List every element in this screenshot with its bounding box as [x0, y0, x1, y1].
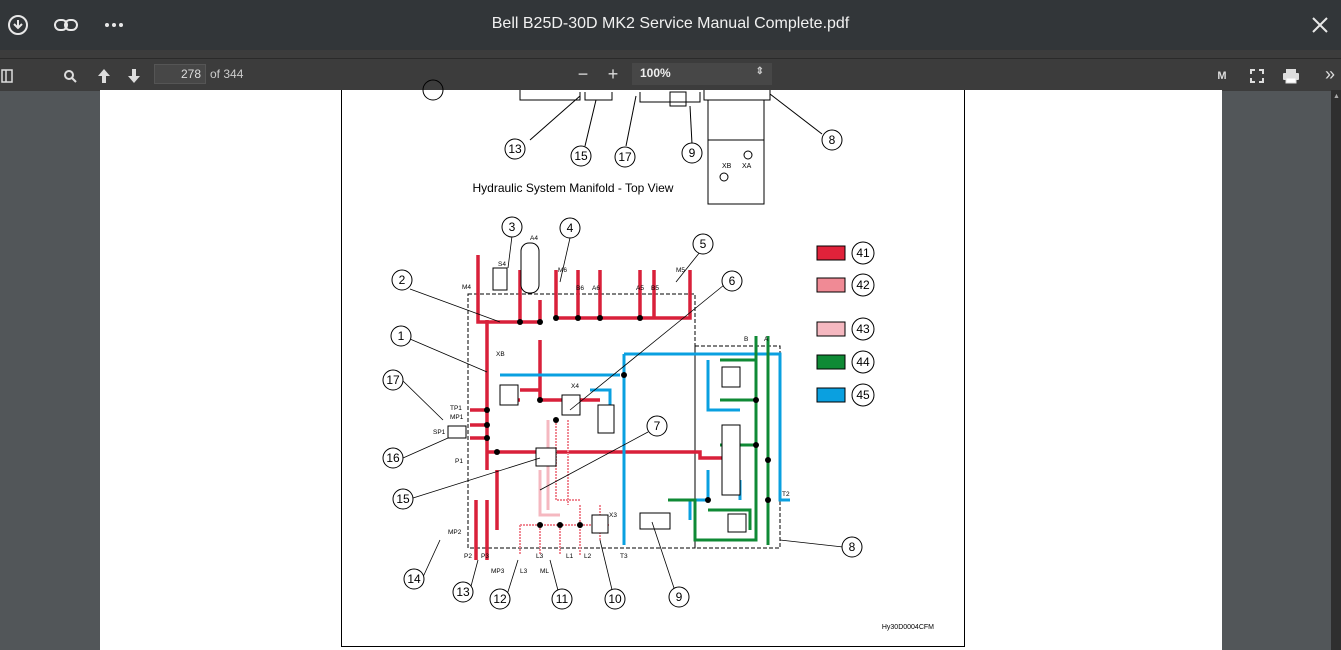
zoom-in-button[interactable]: + [607, 63, 619, 84]
zoom-value: 100% [640, 66, 671, 80]
arrow-up-icon[interactable] [94, 66, 114, 86]
print-icon[interactable] [1281, 66, 1301, 86]
page-total: of 344 [210, 67, 244, 81]
link-icon[interactable] [52, 11, 80, 39]
zoom-out-button[interactable]: − [577, 63, 589, 84]
search-icon[interactable] [60, 66, 80, 86]
vertical-scrollbar[interactable] [1331, 90, 1341, 650]
document-title: Bell B25D-30D MK2 Service Manual Complet… [491, 15, 850, 32]
presentation-mode-button[interactable]: M [1217, 70, 1227, 82]
figure-frame [341, 90, 965, 647]
toolbar-gap [0, 50, 1341, 58]
select-caret-icon: ⇕ [755, 66, 764, 77]
page-number-input[interactable]: 278 [154, 64, 206, 84]
sidebar-toggle-icon[interactable] [0, 66, 14, 86]
download-icon[interactable] [4, 11, 32, 39]
zoom-select[interactable]: 100% ⇕ [632, 63, 772, 85]
more-icon[interactable] [100, 11, 128, 39]
scroll-up-icon[interactable]: ▲ [1333, 93, 1340, 100]
arrow-down-icon[interactable] [124, 66, 144, 86]
more-tools-button[interactable]: » [1324, 63, 1335, 84]
close-icon[interactable] [1306, 11, 1334, 39]
title-bar: Bell B25D-30D MK2 Service Manual Complet… [0, 0, 1341, 50]
fullscreen-icon[interactable] [1248, 66, 1266, 86]
